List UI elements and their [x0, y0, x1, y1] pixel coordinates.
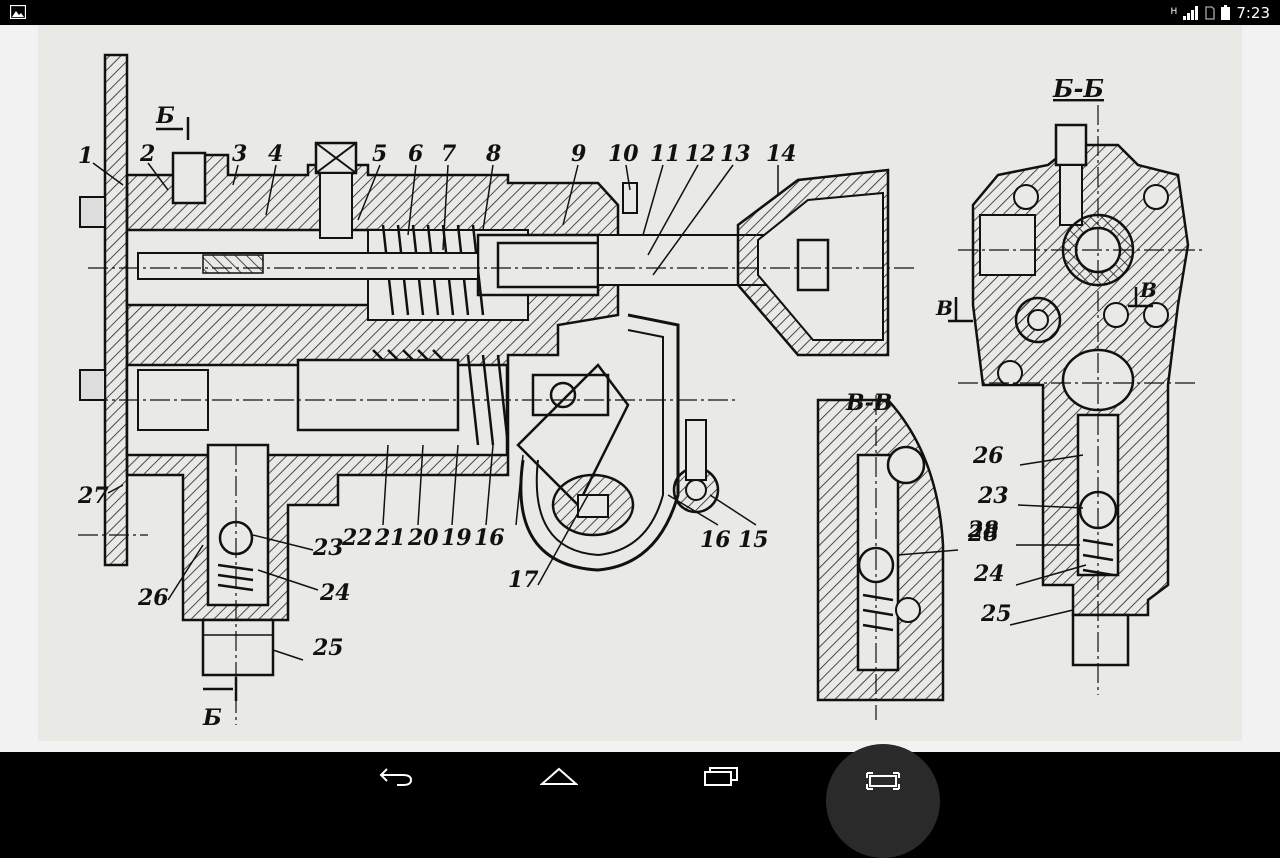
label-9: 9	[571, 141, 586, 167]
label-16b: 16	[474, 525, 505, 551]
label-6: 6	[408, 141, 423, 167]
recents-icon	[704, 767, 738, 786]
recents-button[interactable]	[686, 752, 756, 800]
sim-icon	[1205, 5, 1215, 20]
label-26: 26	[137, 585, 169, 611]
part-labels: 1 2 3 4 5 6 7 8 9 10 11 12 13 14 15 16 1…	[77, 141, 797, 661]
label-23-bb: 23	[977, 483, 1009, 509]
label-19: 19	[441, 525, 472, 551]
label-24: 24	[319, 580, 351, 606]
home-icon	[540, 767, 578, 785]
signal-icon	[1183, 5, 1199, 20]
label-24-bb: 24	[973, 561, 1005, 587]
label-11: 11	[650, 141, 681, 167]
label-16a: 16	[700, 527, 731, 553]
section-bb-title: Б-Б	[1052, 74, 1104, 103]
label-12: 12	[685, 141, 716, 167]
navigation-bar	[0, 744, 1280, 858]
cut-mark-b-top	[156, 117, 190, 140]
label-17: 17	[508, 567, 539, 593]
fullscreen-icon	[866, 772, 900, 790]
cut-mark-v-left: В	[935, 296, 953, 320]
pump-cross-section-drawing: Б Б 1 2 3 4	[77, 53, 1203, 731]
label-3: 3	[232, 141, 247, 167]
network-type: H	[1170, 7, 1178, 17]
label-1: 1	[78, 143, 93, 169]
label-15: 15	[738, 527, 769, 553]
section-bb-labels: 26 23 28 24 25	[967, 443, 1012, 627]
back-icon	[379, 768, 413, 786]
home-button[interactable]	[524, 752, 594, 800]
label-13: 13	[720, 141, 751, 167]
battery-icon	[1221, 5, 1231, 20]
label-7: 7	[441, 141, 457, 167]
status-icons: H 7:23	[1171, 0, 1270, 25]
status-bar: H 7:23	[0, 0, 1280, 25]
cut-mark-b-bottom-label: Б	[202, 705, 222, 731]
cut-mark-b-bottom	[203, 677, 238, 701]
label-27: 27	[77, 483, 109, 509]
label-28-vv: 28	[967, 517, 999, 543]
label-25-bb: 25	[980, 601, 1012, 627]
label-10: 10	[608, 141, 639, 167]
image-viewer[interactable]: Б Б 1 2 3 4	[0, 25, 1280, 752]
back-button[interactable]	[362, 752, 432, 800]
label-28-bb: 28	[967, 521, 999, 547]
cut-mark-v-right: В	[1139, 278, 1157, 302]
label-14: 14	[766, 141, 797, 167]
label-4: 4	[268, 141, 283, 167]
image-icon	[10, 5, 26, 19]
label-23: 23	[312, 535, 344, 561]
label-21: 21	[374, 525, 406, 551]
cut-mark-b-top-label: Б	[155, 103, 175, 129]
fullscreen-button[interactable]	[826, 744, 940, 858]
technical-drawing: Б Б 1 2 3 4	[38, 25, 1242, 741]
label-5: 5	[372, 141, 387, 167]
label-2: 2	[139, 141, 155, 167]
label-25: 25	[312, 635, 344, 661]
label-26-bb: 26	[972, 443, 1004, 469]
label-20: 20	[407, 525, 439, 551]
label-22: 22	[341, 525, 373, 551]
label-8: 8	[485, 141, 501, 167]
clock: 7:23	[1236, 3, 1270, 22]
